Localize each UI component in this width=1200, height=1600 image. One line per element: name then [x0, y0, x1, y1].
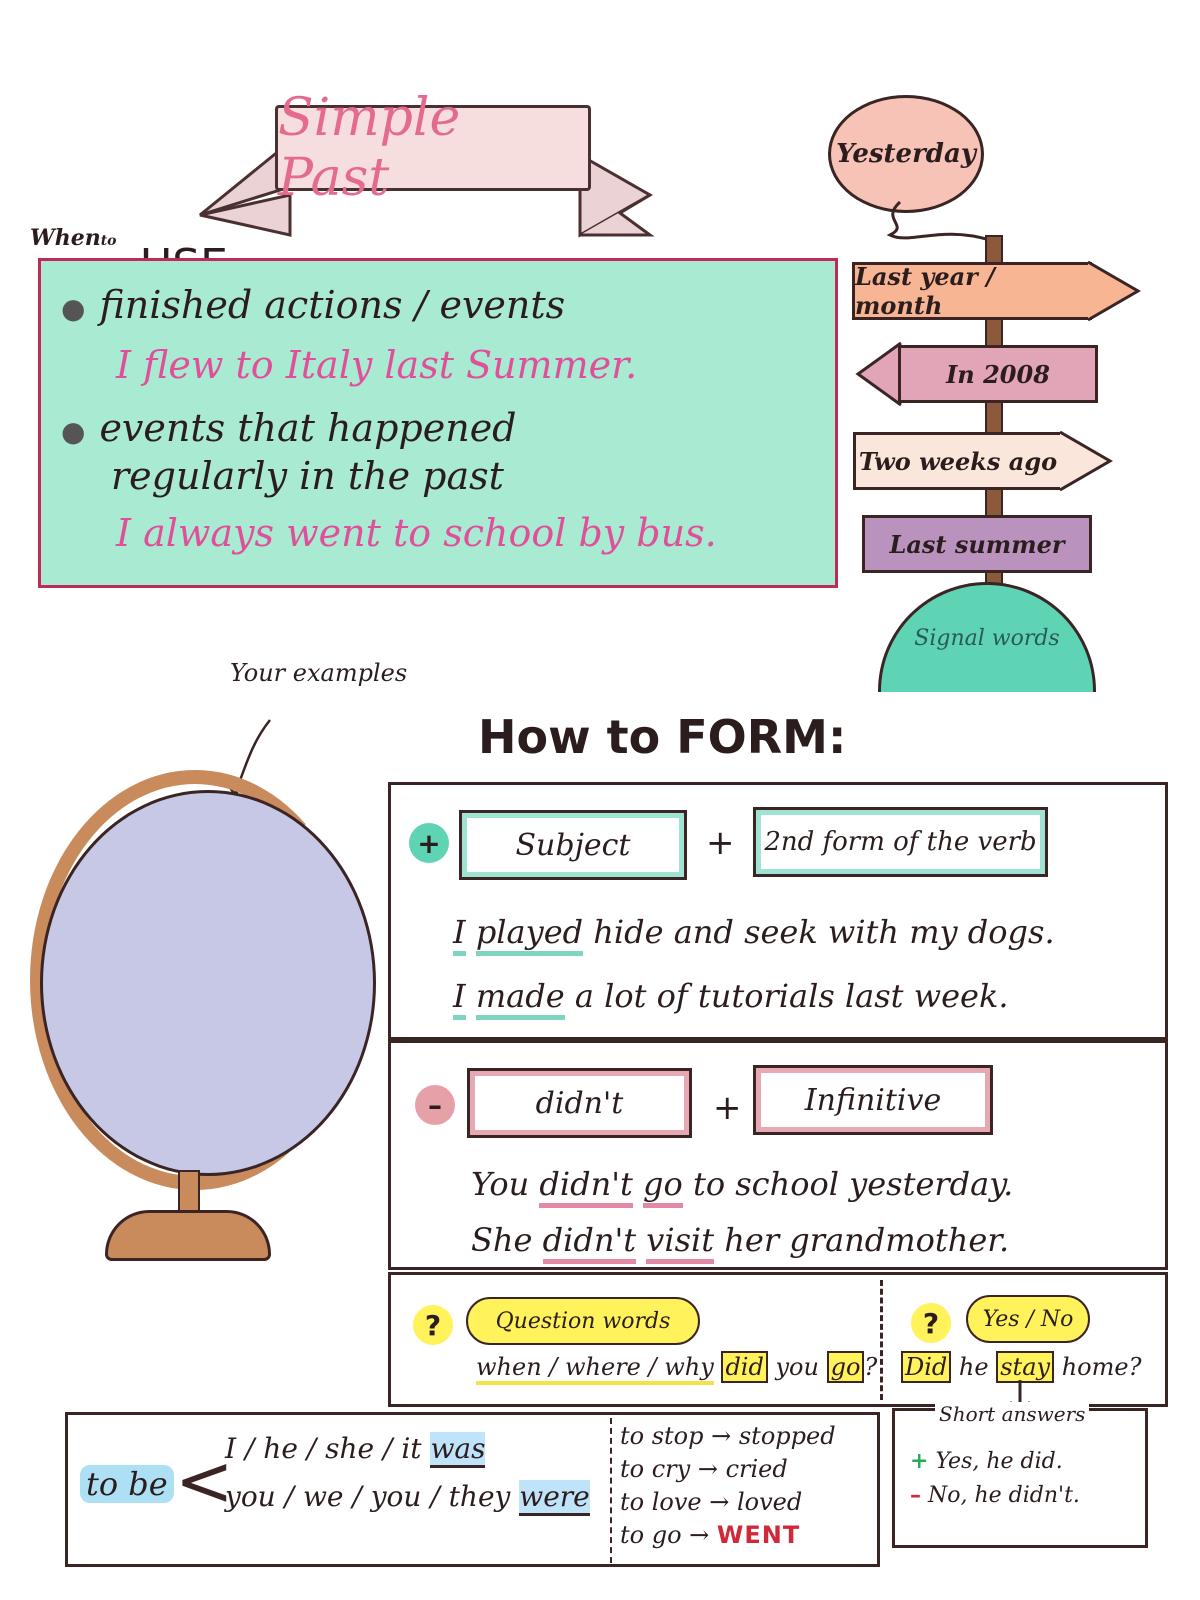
yes-no-badge-icon: ?	[911, 1303, 951, 1343]
example-rest: home?	[1061, 1353, 1142, 1381]
sign-arrow-right-icon	[1060, 430, 1113, 492]
to-be-box	[65, 1412, 880, 1567]
banner-ribbon-icon	[199, 146, 655, 238]
wh-question-example: when / where / why did you go?	[476, 1351, 878, 1385]
example-verb: go	[643, 1165, 683, 1208]
positive-example-1: I played hide and seek with my dogs.	[453, 913, 1055, 956]
wh-words: when / where / why	[476, 1353, 714, 1385]
example-subject: I	[453, 977, 466, 1020]
your-examples-note: Your examples	[230, 659, 408, 687]
to-be-subjects-2: you / we / you / they	[225, 1480, 511, 1513]
bullet-2-text-line-1: events that happened	[99, 406, 517, 450]
sign-last-summer: Last summer	[862, 515, 1092, 573]
plus-icon: +	[910, 1448, 929, 1474]
short-answer-no: – No, he didn't.	[910, 1482, 1080, 1508]
stay-highlight: stay	[996, 1351, 1055, 1383]
plus-badge-icon: +	[409, 823, 449, 863]
sign-two-weeks-ago: Two weeks ago	[853, 432, 1063, 490]
negative-panel: – didn't + Infinitive You didn't go to s…	[388, 1040, 1168, 1270]
short-answers-title: Short answers	[935, 1402, 1090, 1426]
example-subject: you	[775, 1353, 819, 1381]
to-be-line-2: you / we / you / they were	[225, 1480, 590, 1516]
use-bullet-2-line-2: regularly in the past	[111, 454, 504, 498]
use-example-2: I always went to school by bus.	[116, 511, 717, 555]
sign-arrow-right-icon	[1088, 260, 1141, 322]
yes-no-cloud: Yes / No	[966, 1295, 1090, 1343]
use-bullet-1: ● finished actions / events	[61, 283, 565, 327]
balloon-string-icon	[886, 200, 991, 242]
positive-panel: + Subject + 2nd form of the verb I playe…	[388, 782, 1168, 1040]
yesterday-balloon: Yesterday	[828, 95, 984, 213]
negative-example-1: You didn't go to school yesterday.	[471, 1165, 1014, 1208]
example-rest: a lot of tutorials last week.	[574, 977, 1009, 1015]
example-verb: visit	[646, 1221, 715, 1264]
use-bullet-2: ● events that happened	[61, 406, 517, 450]
example-didnt: didn't	[542, 1221, 637, 1264]
bracket-chevron-icon: <	[175, 1440, 234, 1522]
example-subject: She	[471, 1221, 533, 1259]
infinitive-box: Infinitive	[753, 1065, 993, 1135]
positive-example-2: I made a lot of tutorials last week.	[453, 977, 1009, 1020]
sign-in-2008: In 2008	[898, 345, 1098, 403]
subject-box: Subject	[459, 810, 687, 880]
verb-form-box: 2nd form of the verb	[753, 807, 1048, 877]
example-rest: to school yesterday.	[692, 1165, 1014, 1203]
short-answer-yes: + Yes, he did.	[910, 1448, 1063, 1474]
sign-arrow-left-icon	[855, 341, 902, 407]
bullet-icon: ●	[61, 292, 86, 325]
went-highlight: WENT	[716, 1521, 801, 1549]
verb-item: to stop → stopped	[620, 1422, 836, 1450]
short-answers-box	[892, 1408, 1148, 1548]
title-banner: Simple Past	[180, 88, 660, 245]
signal-words-hill: Signal words	[878, 582, 1096, 692]
question-panel: ? Question words when / where / why did …	[388, 1272, 1168, 1407]
sign-last-year-month: Last year / month	[852, 262, 1092, 320]
minus-badge-icon: –	[415, 1085, 455, 1125]
plus-sign: +	[706, 823, 735, 863]
verb-item-irregular: to go → WENT	[620, 1521, 800, 1549]
example-verb: made	[475, 977, 565, 1020]
verb-base: to go →	[620, 1521, 710, 1549]
bullet-1-text: finished actions / events	[99, 283, 566, 327]
page-title: Simple Past	[275, 88, 591, 208]
question-badge-icon: ?	[413, 1305, 453, 1345]
yes-no-question-example: Did he stay home?	[901, 1351, 1142, 1383]
how-to-form-title: How to FORM:	[478, 710, 847, 764]
were-highlight: were	[519, 1480, 590, 1516]
question-divider	[880, 1280, 883, 1400]
question-words-cloud: Question words	[466, 1297, 700, 1345]
use-box: ● finished actions / events I flew to Ita…	[38, 258, 838, 588]
negative-example-2: She didn't visit her grandmother.	[471, 1221, 1010, 1264]
example-rest: hide and seek with my dogs.	[593, 913, 1055, 951]
verb-item: to love → loved	[620, 1488, 803, 1516]
no-text: No, he didn't.	[928, 1483, 1080, 1508]
plus-sign: +	[713, 1088, 742, 1128]
question-mark: ?	[864, 1353, 878, 1381]
yes-text: Yes, he did.	[935, 1449, 1063, 1474]
example-rest: her grandmother.	[724, 1221, 1010, 1259]
verbs-divider	[610, 1418, 612, 1563]
didnt-box: didn't	[467, 1068, 692, 1138]
example-didnt: didn't	[539, 1165, 633, 1208]
example-subject: You	[471, 1165, 530, 1203]
example-subject: I	[453, 913, 466, 956]
globe-icon	[40, 790, 376, 1176]
to-be-line-1: I / he / she / it was	[225, 1432, 486, 1468]
bullet-icon: ●	[61, 415, 86, 448]
example-subject: he	[958, 1353, 989, 1381]
when-text: When	[30, 225, 101, 251]
globe-base	[105, 1210, 271, 1261]
example-verb: played	[475, 913, 584, 956]
minus-icon: –	[910, 1482, 921, 1508]
verb-item: to cry → cried	[620, 1455, 788, 1483]
when-label: Whento	[30, 225, 117, 251]
to-be-label: to be	[80, 1465, 174, 1503]
use-example-1: I flew to Italy last Summer.	[116, 343, 638, 387]
was-highlight: was	[430, 1432, 486, 1468]
did-highlight: did	[721, 1351, 768, 1383]
did-highlight: Did	[901, 1351, 952, 1383]
to-text: to	[100, 233, 117, 249]
go-highlight: go	[826, 1351, 865, 1383]
to-be-subjects-1: I / he / she / it	[225, 1432, 422, 1465]
